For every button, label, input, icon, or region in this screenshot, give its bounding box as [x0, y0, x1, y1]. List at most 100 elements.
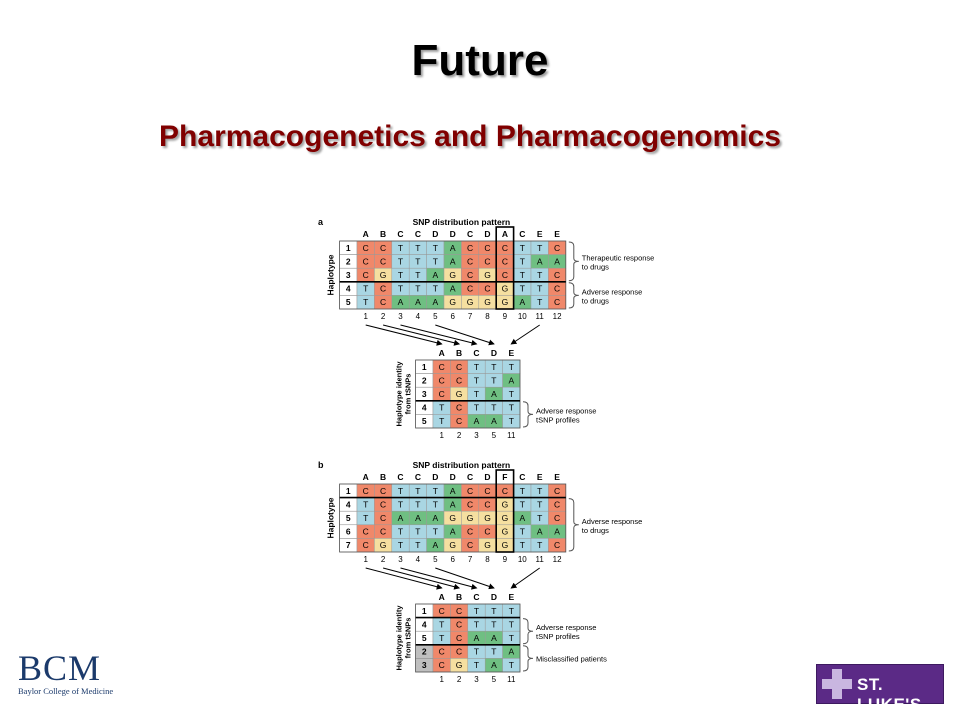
panel-a-snp-bracket-label: Adverse response [582, 287, 642, 296]
panel-b-tsnp-cell-base: T [509, 633, 514, 643]
panel-a-snp-cell-base: T [537, 297, 542, 307]
panel-b-tsnp-cell-base: A [491, 633, 497, 643]
panel-b-tsnp-cell-base: T [491, 647, 496, 657]
panel-b-tsnp-bracket-label: Adverse response [536, 623, 596, 632]
panel-b-snp-cell-base: C [484, 527, 490, 537]
panel-a-tsnp-col-number: 1 [439, 431, 444, 440]
panel-a-snp-cell-base: C [484, 284, 490, 294]
panel-a-snp-row-id: 2 [346, 256, 351, 266]
panel-a-tsnp-col-number: 11 [507, 431, 516, 440]
panel-b-snp-col-number: 8 [485, 555, 490, 564]
panel-a-snp-cell-base: T [363, 297, 368, 307]
panel-a-snp-col-number: 9 [503, 312, 508, 321]
panel-a-snp-col-number: 8 [485, 312, 490, 321]
panel-a-snp-cell-base: T [433, 243, 438, 253]
panel-b-snp-cell-base: A [554, 527, 560, 537]
panel-a-tsnp-arrow [400, 324, 478, 346]
panel-a-snp-cell-base: T [398, 270, 403, 280]
panel-b-snp-cell-base: T [520, 499, 525, 509]
panel-b-snp-cell-base: A [415, 513, 421, 523]
panel-b-snp-col-number: 5 [433, 555, 438, 564]
panel-a-snp-cell-base: A [398, 297, 404, 307]
panel-a-tsnp-row-id: 1 [422, 362, 427, 372]
panel-b-snp-cell-base: T [415, 540, 420, 550]
panel-a-snp-cell-base: A [537, 256, 543, 266]
panel-b-snp-cell-base: C [363, 486, 369, 496]
panel-a-tsnp-cell-base: T [509, 403, 514, 413]
panel-b-snp-col-number: 12 [553, 555, 562, 564]
panel-a-tsnp-cell-base: A [491, 389, 497, 399]
panel-a-snp-cell-base: C [380, 284, 386, 294]
panel-a-snp-col-number: 4 [416, 312, 421, 321]
panel-b-snp-cell-base: A [537, 527, 543, 537]
panel-b-tsnp-arrow [510, 567, 540, 589]
panel-b-snp-cell-base: C [554, 513, 560, 523]
panel-b-snp-col-number: 6 [450, 555, 455, 564]
panel-a-tsnp-cell-base: T [509, 416, 514, 426]
panel-a-snp-cell-base: A [450, 284, 456, 294]
panel-a-tsnp-cell-base: C [456, 362, 462, 372]
panel-b-snp-cell-base: A [432, 540, 438, 550]
panel-a-tsnp-col-header: C [473, 348, 479, 358]
panel-a-snp-row-id: 4 [346, 284, 351, 294]
panel-b-snp-col-header: A [363, 472, 369, 482]
panel-b-tsnp-col-number: 5 [492, 675, 497, 684]
panel-a-snp-cell-base: G [449, 270, 456, 280]
panel-a-tsnp-y-label-line2: from tSNPs [404, 374, 413, 415]
panel-b-snp-col-number: 11 [536, 555, 545, 564]
panel-b-tsnp-bracket [522, 645, 534, 672]
panel-b-tsnp-cell-base: T [491, 619, 496, 629]
panel-a-snp-cell-base: T [398, 256, 403, 266]
panel-b-snp-col-header: C [467, 472, 473, 482]
panel-b-tsnp-arrow [400, 567, 478, 590]
panel-a-snp-col-header: E [554, 229, 560, 239]
panel-a-snp-bracket-label-line2: to drugs [582, 262, 609, 271]
panel-b-snp-cell-base: T [415, 486, 420, 496]
panel-b-tsnp-cell-base: A [474, 633, 480, 643]
panel-a-snp-cell-base: T [398, 243, 403, 253]
panel-b-snp-col-header: C [519, 472, 525, 482]
panel-a-snp-cell-base: C [380, 297, 386, 307]
panel-a-snp-cell-base: A [450, 256, 456, 266]
panel-a-snp-cell-base: A [519, 297, 525, 307]
panel-a-snp-col-number: 3 [398, 312, 403, 321]
panel-a-snp-cell-base: G [467, 297, 474, 307]
panel-a-snp-cell-base: C [467, 284, 473, 294]
panel-b-snp-cell-base: T [415, 527, 420, 537]
panel-a-tsnp-cell-base: T [474, 389, 479, 399]
panel-b-snp-col-header: C [415, 472, 421, 482]
panel-b-snp-cell-base: C [363, 540, 369, 550]
panel-b-tsnp-bracket-label-line2: tSNP profiles [536, 632, 580, 641]
panel-a-tsnp-col-header: B [456, 348, 462, 358]
panel-b-snp-cell-base: C [467, 499, 473, 509]
panel-b-tsnp-y-label-line2: from tSNPs [404, 618, 413, 659]
panel-b-snp-cell-base: T [363, 499, 368, 509]
panel-a-tsnp-cell-base: T [491, 362, 496, 372]
panel-a-tsnp-cell-base: T [509, 389, 514, 399]
panel-a-snp-cell-base: A [554, 256, 560, 266]
panel-a-snp-cell-base: T [537, 243, 542, 253]
panel-a-snp-col-header: C [415, 229, 421, 239]
panel-a-tsnp-cell-base: T [491, 375, 496, 385]
panel-b-tsnp-arrow [382, 567, 461, 590]
panel-a-snp-col-number: 7 [468, 312, 473, 321]
panel-a-snp-cell-base: T [433, 284, 438, 294]
panel-b-tsnp-cell-base: T [439, 619, 444, 629]
panel-b-snp-cell-base: T [398, 527, 403, 537]
panel-a-snp-cell-base: T [363, 284, 368, 294]
panel-a-snp-cell-base: A [432, 297, 438, 307]
panel-b-tsnp-cell-base: C [456, 619, 462, 629]
panel-b-snp-cell-base: C [484, 486, 490, 496]
panel-b-tsnp-cell-base: T [509, 660, 514, 670]
panel-b-snp-cell-base: T [520, 486, 525, 496]
panel-b-tsnp-cell-base: T [439, 633, 444, 643]
panel-a-tsnp-row-id: 4 [422, 403, 427, 413]
panel-b-tsnp-cell-base: C [439, 647, 445, 657]
panel-b-snp-highlight-column [495, 469, 515, 553]
panel-b-snp-cell-base: T [363, 513, 368, 523]
panel-b-snp-cell-base: C [467, 527, 473, 537]
panel-a-snp-highlight-column [495, 226, 515, 310]
panel-a-snp-col-header: D [432, 229, 438, 239]
panel-a-snp-cell-base: T [415, 243, 420, 253]
slide-title: Future [411, 36, 549, 85]
